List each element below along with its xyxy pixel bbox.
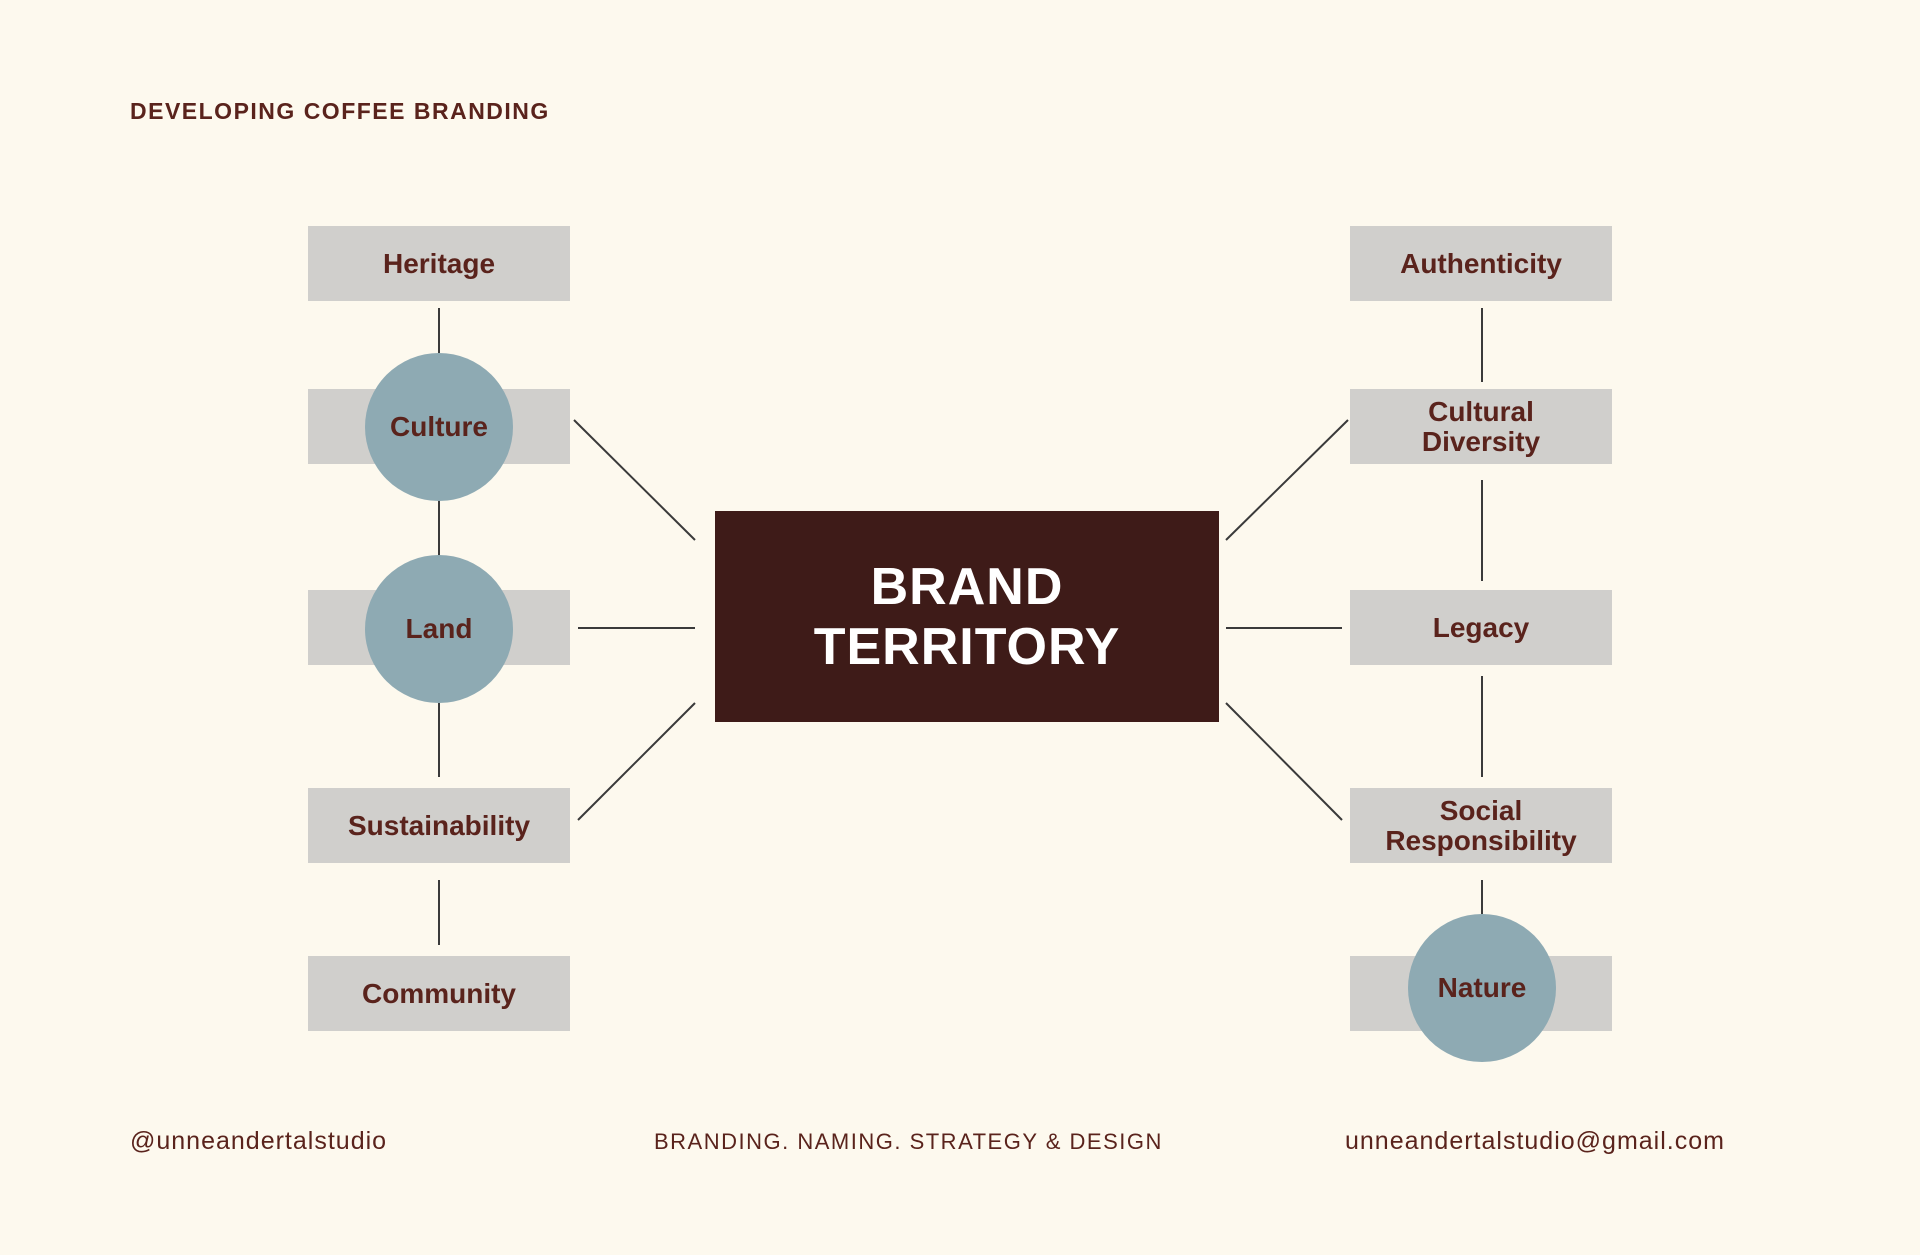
connector-cultural-diversity-center [1225,419,1349,541]
circle-culture: Culture [365,353,513,501]
footer-tagline: BRANDING. NAMING. STRATEGY & DESIGN [654,1129,1163,1154]
brand-territory-line-2: TERRITORY [813,617,1121,676]
node-community: Community [308,956,570,1031]
brand-territory-line-1: BRAND [870,557,1064,616]
circle-land: Land [365,555,513,703]
brand-territory-box: BRAND TERRITORY [715,511,1219,722]
circle-nature: Nature [1408,914,1556,1062]
node-sustainability: Sustainability [308,788,570,863]
node-cultural-diversity-line-1: Cultural [1428,395,1534,427]
node-social-responsibility-line-2: Responsibility [1385,824,1577,856]
node-heritage-label: Heritage [382,247,496,279]
node-heritage: Heritage [308,226,570,301]
footer-email: unneandertalstudio@gmail.com [1345,1127,1725,1155]
node-cultural-diversity-line-2: Diversity [1421,425,1541,457]
page-title: DEVELOPING COFFEE BRANDING [130,98,550,124]
connector-culture-center [573,419,696,541]
node-authenticity: Authenticity [1350,226,1612,301]
node-social-responsibility: Social Responsibility [1350,788,1612,863]
node-cultural-diversity: Cultural Diversity [1350,389,1612,464]
node-authenticity-label: Authenticity [1400,247,1562,279]
node-community-label: Community [362,977,516,1009]
node-legacy: Legacy [1350,590,1612,665]
circle-nature-label: Nature [1437,972,1527,1003]
node-social-responsibility-line-1: Social [1439,794,1523,826]
node-legacy-label: Legacy [1432,611,1530,643]
circle-culture-label: Culture [390,411,488,442]
circle-land-label: Land [405,613,473,644]
connector-sustainability-center [577,702,696,821]
footer-handle: @unneandertalstudio [130,1127,388,1155]
node-sustainability-label: Sustainability [347,809,531,841]
connector-social-responsibility-center [1225,702,1343,821]
